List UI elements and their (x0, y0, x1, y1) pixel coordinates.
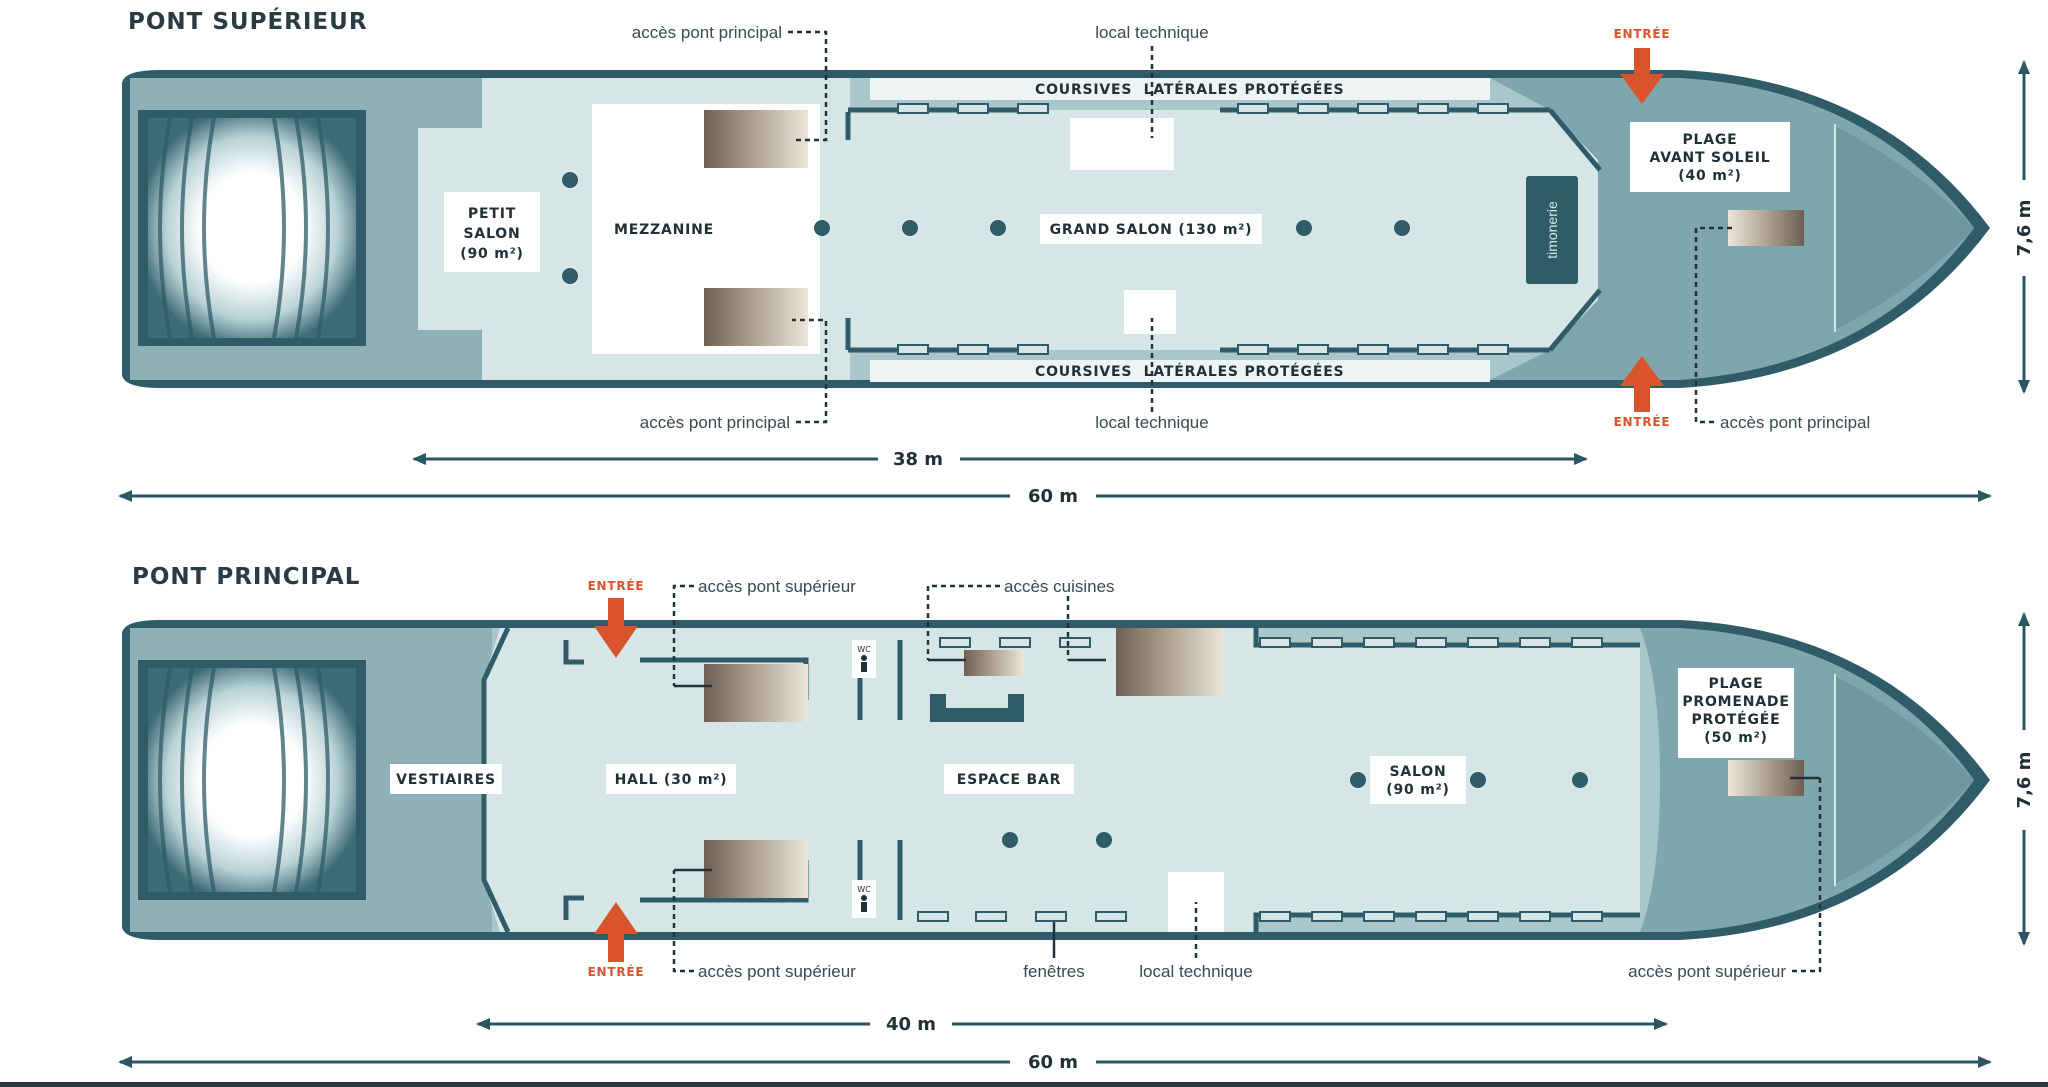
svg-text:(90 m²): (90 m²) (460, 246, 523, 262)
upper-deck-title: PONT SUPÉRIEUR (128, 7, 368, 35)
salon-label: SALON (1390, 764, 1447, 780)
fenetres-label: fenêtres (1023, 962, 1084, 981)
stairs-icon (704, 288, 808, 346)
stairs-icon (704, 110, 808, 168)
svg-text:(90 m²): (90 m²) (1386, 782, 1449, 798)
svg-text:AVANT SOLEIL: AVANT SOLEIL (1650, 150, 1771, 166)
local-technique-top (1070, 118, 1174, 170)
timonerie-label: timonerie (1544, 201, 1560, 259)
main-deck: PONT PRINCIPAL (118, 564, 2035, 1073)
upper-inner-length: 38 m (893, 449, 943, 470)
entree-bottom-label: ENTRÉE (1614, 414, 1671, 429)
stairs-icon (704, 664, 808, 722)
upper-width: 7,6 m (2014, 200, 2035, 257)
vestiaires-label: VESTIAIRES (396, 772, 496, 788)
local-technique-top-label: local technique (1095, 23, 1208, 42)
acces-cuisines: accès cuisines (1004, 577, 1115, 596)
svg-text:(50 m²): (50 m²) (1704, 730, 1767, 746)
entree-main-top: ENTRÉE (588, 578, 645, 593)
entree-main-bottom: ENTRÉE (588, 964, 645, 979)
acces-pont-superieur-bow: accès pont supérieur (1628, 962, 1786, 981)
hall-label: HALL (30 m²) (615, 772, 728, 788)
column-dot-icon (1002, 772, 1588, 848)
wc-person-icon: WC WC (852, 640, 876, 918)
svg-text:PROMENADE: PROMENADE (1682, 694, 1789, 710)
petit-salon-label: PETIT (468, 206, 516, 222)
coursives-top-label: COURSIVES LATÉRALES PROTÉGÉES (1035, 81, 1344, 98)
upper-windows (897, 103, 1509, 355)
entree-top-label: ENTRÉE (1614, 26, 1671, 41)
timonerie (1526, 176, 1578, 284)
stairs-icon (704, 840, 808, 898)
local-technique-bottom-label: local technique (1095, 413, 1208, 432)
main-deck-title: PONT PRINCIPAL (132, 564, 360, 590)
svg-text:PROTÉGÉE: PROTÉGÉE (1691, 711, 1780, 728)
acces-pont-principal-top: accès pont principal (632, 23, 782, 42)
svg-text:WC: WC (857, 645, 871, 654)
main-windows (917, 637, 1603, 922)
main-inner-length: 40 m (886, 1014, 936, 1035)
svg-text:(40 m²): (40 m²) (1678, 168, 1741, 184)
espace-bar-label: ESPACE BAR (957, 772, 1061, 788)
main-total-length: 60 m (1028, 1052, 1078, 1073)
upper-total-length: 60 m (1028, 486, 1078, 507)
column-dot-icon (562, 172, 1410, 284)
local-technique-main-label: local technique (1139, 962, 1252, 981)
acces-pont-principal-bottom: accès pont principal (640, 413, 790, 432)
bottom-frame (0, 1082, 2048, 1087)
stairs-icon (1728, 210, 1804, 246)
stairs-icon (964, 650, 1024, 676)
plage-promenade-label: PLAGE (1708, 676, 1763, 692)
acces-pont-principal-bow: accès pont principal (1720, 413, 1870, 432)
entry-arrow-icon (594, 598, 638, 962)
svg-text:SALON: SALON (464, 226, 521, 242)
coursive-bottom (870, 360, 1490, 382)
mezzanine-label: MEZZANINE (614, 222, 714, 238)
acces-pont-superieur-top: accès pont supérieur (698, 577, 856, 596)
main-width: 7,6 m (2014, 752, 2035, 809)
svg-text:WC: WC (857, 885, 871, 894)
coursive-top (870, 78, 1490, 100)
local-technique-bottom (1124, 290, 1176, 334)
grand-salon-label: GRAND SALON (130 m²) (1050, 222, 1253, 238)
acces-pont-superieur-bottom: accès pont supérieur (698, 962, 856, 981)
coursives-bottom-label: COURSIVES LATÉRALES PROTÉGÉES (1035, 363, 1344, 380)
plage-avant-label: PLAGE (1682, 132, 1737, 148)
entry-arrow-icon (1620, 48, 1664, 412)
stairs-icon (1116, 628, 1224, 696)
upper-deck: PONT SUPÉRIEUR (118, 7, 2035, 507)
